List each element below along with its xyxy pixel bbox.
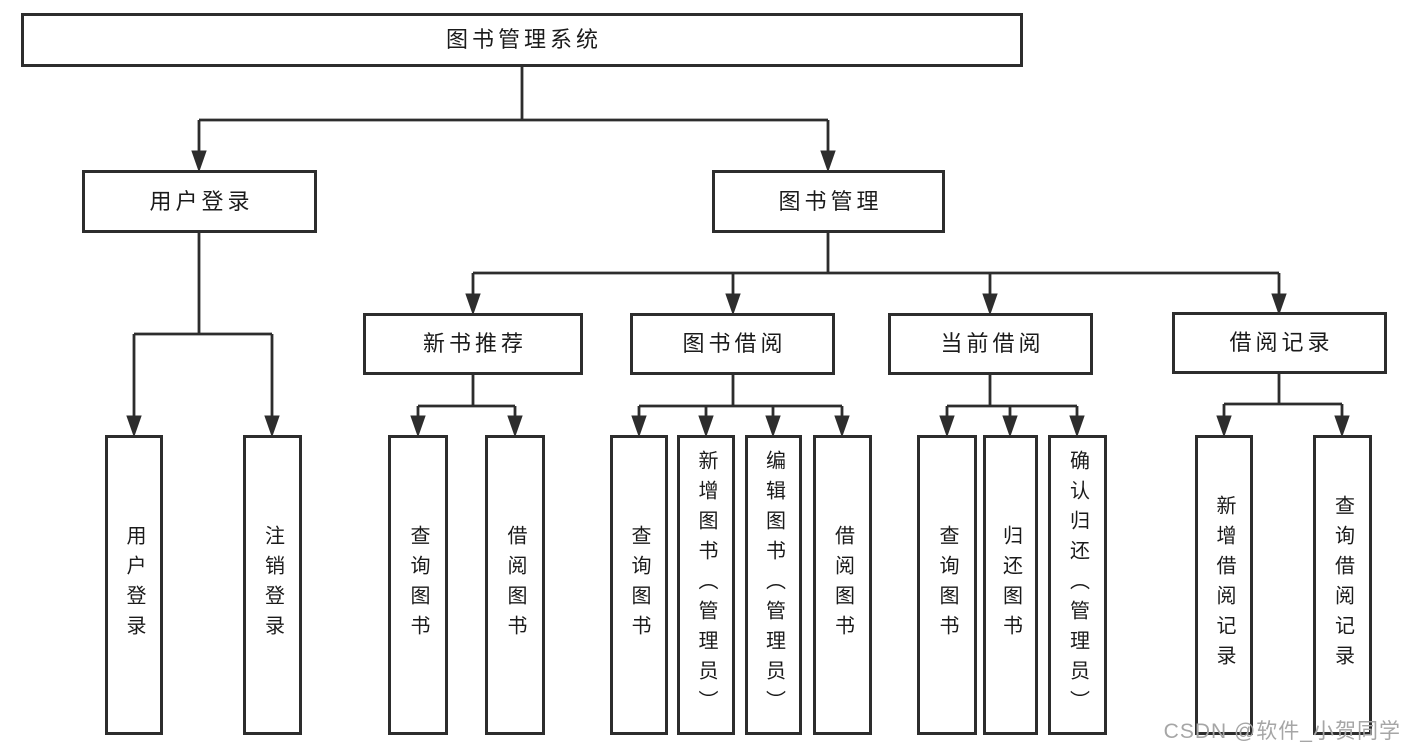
label-br-query-record: 查询借阅记录 <box>1331 495 1354 675</box>
node-br-query-record: 查询借阅记录 <box>1313 435 1372 735</box>
label-root: 图书管理系统 <box>445 27 602 52</box>
node-user-login: 用户登录 <box>105 435 163 735</box>
node-rec-borrow-book: 借阅图书 <box>485 435 545 735</box>
node-cb-return-book: 归还图书 <box>983 435 1038 735</box>
label-book-management: 图书管理 <box>778 188 883 214</box>
node-logout: 注销登录 <box>243 435 302 735</box>
label-user-login-menu: 用户登录 <box>149 188 254 214</box>
label-cb-query-book: 查询图书 <box>936 525 958 645</box>
node-bb-edit-book: 编辑图书（管理员） <box>745 435 802 735</box>
connector-borrow-records <box>1216 373 1350 438</box>
node-book-borrow: 图书借阅 <box>630 313 835 375</box>
label-cb-return-book: 归还图书 <box>999 525 1022 645</box>
node-rec-query-book: 查询图书 <box>388 435 448 735</box>
node-user-login-menu: 用户登录 <box>82 170 317 233</box>
connector-book-borrow <box>631 374 850 438</box>
node-current-borrow: 当前借阅 <box>888 313 1093 375</box>
label-rec-borrow-book: 借阅图书 <box>504 525 526 645</box>
node-book-management: 图书管理 <box>712 170 945 233</box>
connector-user-login-menu <box>126 232 280 438</box>
connector-new-book-recommend <box>410 374 523 438</box>
label-logout: 注销登录 <box>261 525 284 645</box>
node-bb-borrow-book: 借阅图书 <box>813 435 872 735</box>
label-current-borrow: 当前借阅 <box>940 331 1045 356</box>
watermark: CSDN @软件_小贺同学 <box>1163 720 1401 743</box>
connector-current-borrow <box>939 374 1085 438</box>
node-bb-add-book: 新增图书（管理员） <box>677 435 735 735</box>
label-book-borrow: 图书借阅 <box>682 331 787 356</box>
node-br-add-record: 新增借阅记录 <box>1195 435 1253 735</box>
node-new-book-recommend: 新书推荐 <box>363 313 583 375</box>
label-borrow-records: 借阅记录 <box>1229 330 1334 355</box>
label-rec-query-book: 查询图书 <box>407 525 429 645</box>
label-bb-edit-book: 编辑图书（管理员） <box>762 450 785 720</box>
label-new-book-recommend: 新书推荐 <box>422 331 527 356</box>
label-bb-borrow-book: 借阅图书 <box>831 525 854 645</box>
label-bb-query-book: 查询图书 <box>628 525 650 645</box>
node-borrow-records: 借阅记录 <box>1172 312 1387 374</box>
connector-root <box>191 66 836 173</box>
node-bb-query-book: 查询图书 <box>610 435 668 735</box>
label-bb-add-book: 新增图书（管理员） <box>695 450 717 720</box>
node-cb-confirm-return: 确认归还（管理员） <box>1048 435 1107 735</box>
node-root: 图书管理系统 <box>21 13 1023 67</box>
label-br-add-record: 新增借阅记录 <box>1213 495 1235 675</box>
connector-book-management <box>465 232 1287 316</box>
label-cb-confirm-return: 确认归还（管理员） <box>1066 450 1089 720</box>
node-cb-query-book: 查询图书 <box>917 435 977 735</box>
label-user-login: 用户登录 <box>123 525 145 645</box>
